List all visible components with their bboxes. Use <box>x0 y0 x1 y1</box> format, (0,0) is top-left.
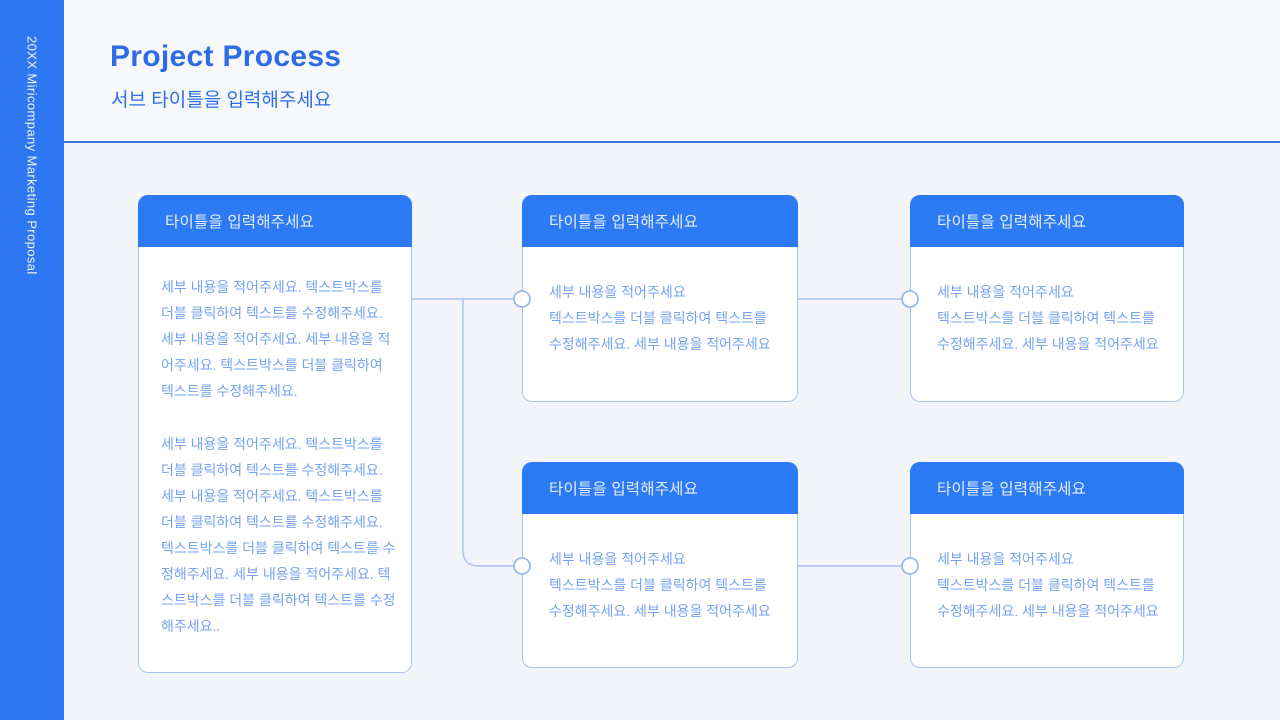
card-title-bar[interactable]: 타이틀을 입력해주세요 <box>910 195 1184 247</box>
process-card-top-right: 타이틀을 입력해주세요 세부 내용을 적어주세요 텍스트박스를 더블 클릭하여 … <box>910 195 1184 402</box>
card-paragraph: 세부 내용을 적어주세요. 텍스트박스를 더블 클릭하여 텍스트를 수정해주세요… <box>161 436 396 634</box>
card-title-bar[interactable]: 타이틀을 입력해주세요 <box>910 462 1184 514</box>
process-card-main: 타이틀을 입력해주세요 세부 내용을 적어주세요. 텍스트박스를 더블 클릭하여… <box>138 195 412 673</box>
page-subtitle[interactable]: 서브 타이틀을 입력해주세요 <box>111 90 332 111</box>
card-title-bar[interactable]: 타이틀을 입력해주세요 <box>522 195 798 247</box>
header-band: Project Process 서브 타이틀을 입력해주세요 <box>64 0 1280 143</box>
sidebar-label: 20XX Miricompany Marketing Proposal <box>24 36 40 275</box>
card-paragraph: 세부 내용을 적어주세요. 텍스트박스를 더블 클릭하여 텍스트를 수정해주세요… <box>161 279 391 399</box>
card-title: 타이틀을 입력해주세요 <box>549 481 699 498</box>
process-card-top-middle: 타이틀을 입력해주세요 세부 내용을 적어주세요 텍스트박스를 더블 클릭하여 … <box>522 195 798 402</box>
sidebar: 20XX Miricompany Marketing Proposal <box>0 0 64 720</box>
process-card-bottom-right: 타이틀을 입력해주세요 세부 내용을 적어주세요 텍스트박스를 더블 클릭하여 … <box>910 462 1184 668</box>
page-title[interactable]: Project Process <box>110 40 342 73</box>
card-title: 타이틀을 입력해주세요 <box>165 214 315 231</box>
card-title-bar[interactable]: 타이틀을 입력해주세요 <box>138 195 412 247</box>
card-title: 타이틀을 입력해주세요 <box>937 481 1087 498</box>
card-title: 타이틀을 입력해주세요 <box>549 214 699 231</box>
process-card-bottom-middle: 타이틀을 입력해주세요 세부 내용을 적어주세요 텍스트박스를 더블 클릭하여 … <box>522 462 798 668</box>
card-body-text[interactable]: 세부 내용을 적어주세요. 텍스트박스를 더블 클릭하여 텍스트를 수정해주세요… <box>139 247 411 639</box>
card-body-text[interactable]: 세부 내용을 적어주세요 텍스트박스를 더블 클릭하여 텍스트를 수정해주세요.… <box>937 284 1159 352</box>
card-title: 타이틀을 입력해주세요 <box>937 214 1087 231</box>
card-body-text[interactable]: 세부 내용을 적어주세요 텍스트박스를 더블 클릭하여 텍스트를 수정해주세요.… <box>549 284 771 352</box>
card-body-text[interactable]: 세부 내용을 적어주세요 텍스트박스를 더블 클릭하여 텍스트를 수정해주세요.… <box>937 551 1159 619</box>
card-title-bar[interactable]: 타이틀을 입력해주세요 <box>522 462 798 514</box>
card-body-text[interactable]: 세부 내용을 적어주세요 텍스트박스를 더블 클릭하여 텍스트를 수정해주세요.… <box>549 551 771 619</box>
connector-line <box>462 299 514 567</box>
